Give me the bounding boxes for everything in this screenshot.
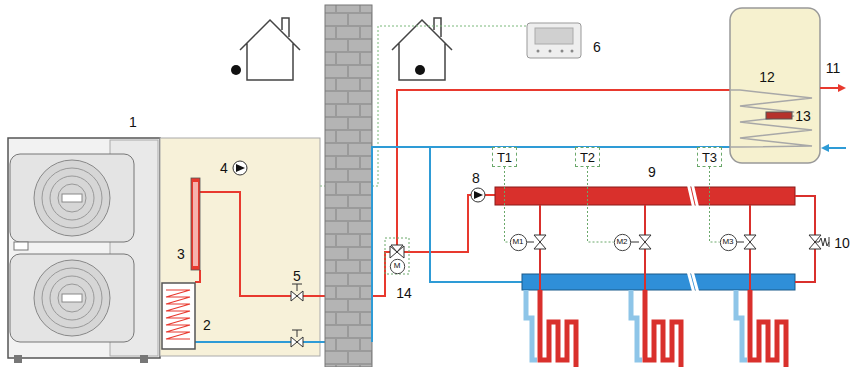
node-text: M1 xyxy=(512,238,523,246)
signal-line xyxy=(710,167,720,242)
callout-number: 13 xyxy=(794,109,812,123)
node-text: M3 xyxy=(722,238,733,246)
actuator-motor: M1 xyxy=(510,234,527,251)
actuator-motor: M2 xyxy=(614,234,631,251)
callout-number: 5 xyxy=(293,269,301,283)
callout-number: 11 xyxy=(826,61,841,75)
sensor-box: T2 xyxy=(575,147,600,167)
callout-number: 4 xyxy=(220,161,228,175)
sensor-box: T1 xyxy=(492,147,517,167)
node-text: T1 xyxy=(497,151,512,164)
thermostat xyxy=(527,23,581,58)
valve-stem xyxy=(737,242,745,243)
node-text: M xyxy=(394,262,401,270)
callout-number: 1 xyxy=(129,115,137,129)
callout-number: 8 xyxy=(472,171,480,185)
callout-number: 10 xyxy=(834,236,850,250)
callout-number: 12 xyxy=(759,70,775,84)
callout-number: 9 xyxy=(648,165,656,179)
callout-number: 14 xyxy=(396,286,412,300)
node-text: T2 xyxy=(580,151,595,164)
node-text: T3 xyxy=(702,151,717,164)
valve-stem xyxy=(527,242,535,243)
node-text: M2 xyxy=(616,238,627,246)
sensor-box: T3 xyxy=(697,147,722,167)
signal-line xyxy=(505,167,510,242)
callout-number: 3 xyxy=(177,247,185,261)
valve-stem xyxy=(631,242,640,243)
callout-number: 6 xyxy=(593,40,601,54)
signal-line xyxy=(588,167,614,242)
valve-motor: M xyxy=(390,259,405,274)
actuator-motor: M3 xyxy=(720,234,737,251)
heat-pump-unit xyxy=(8,138,320,363)
callout-number: 2 xyxy=(203,318,211,332)
